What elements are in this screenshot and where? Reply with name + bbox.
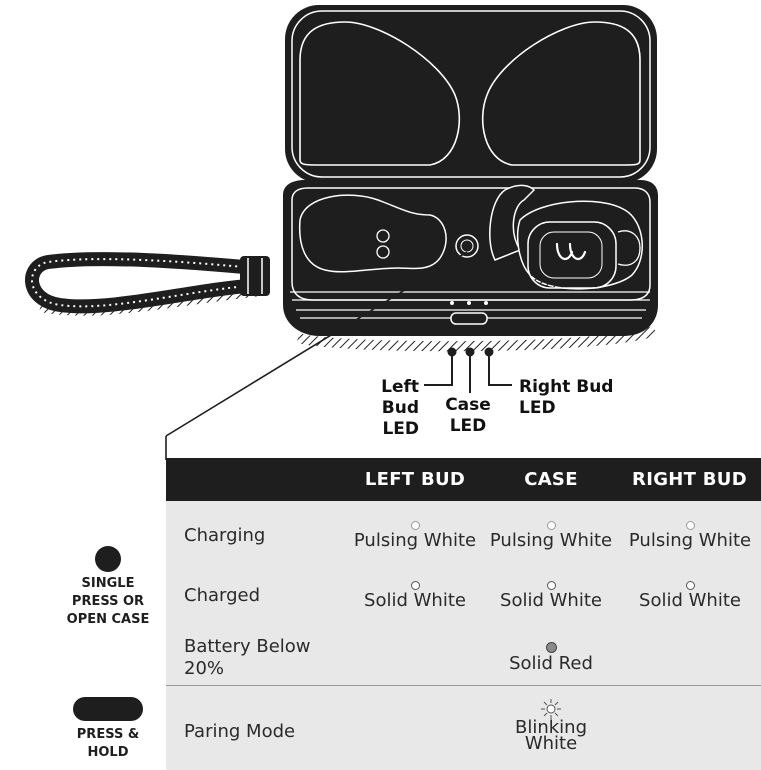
case-lid <box>285 5 657 183</box>
cell-text-line1: Blinking <box>514 717 588 738</box>
press-hold-label: PRESS & HOLD <box>48 726 168 762</box>
header-case: CASE <box>524 469 578 490</box>
press-hold-line2: HOLD <box>87 745 129 760</box>
filled-pill-icon <box>73 697 143 721</box>
press-hold-line1: PRESS & <box>76 727 140 742</box>
row-label-charged: Charged <box>184 585 261 606</box>
table-cell: Solid White <box>350 581 480 611</box>
sunburst-icon <box>541 699 561 719</box>
cell-text: Solid White <box>639 590 741 611</box>
table-header: LEFT BUD CASE RIGHT BUD <box>166 458 761 501</box>
right-led-text: LED <box>519 398 556 418</box>
header-left-bud: LEFT BUD <box>364 469 466 490</box>
table-cell: Pulsing White <box>350 521 480 551</box>
left-led-text: LED <box>382 419 419 439</box>
table-cell: Blinking White <box>486 698 616 754</box>
hollow-circle-icon <box>685 521 695 530</box>
single-press-line3: OPEN CASE <box>66 612 150 627</box>
case-led-label: Case LED <box>438 395 498 437</box>
table-divider <box>166 685 761 686</box>
left-bud-text: Left Bud <box>381 377 419 418</box>
case-led-text: LED <box>449 416 487 436</box>
table-cell: Solid Red <box>486 642 616 674</box>
hollow-circle-icon <box>546 581 556 590</box>
single-press-line1: SINGLE <box>81 576 135 591</box>
row-label-battery-line2: 20% <box>184 658 225 679</box>
led-status-table: LEFT BUD CASE RIGHT BUD Charging Pulsing… <box>166 458 761 770</box>
left-bud-led-label: Left Bud LED <box>340 377 419 440</box>
hollow-circle-icon <box>410 581 420 590</box>
hollow-circle-icon <box>685 581 695 590</box>
table-cell: Solid White <box>486 581 616 611</box>
row-label-battery-line1: Battery Below <box>184 636 311 657</box>
lanyard-strap <box>25 252 270 316</box>
cell-text: Solid Red <box>509 653 593 674</box>
cell-text: Pulsing White <box>628 530 752 551</box>
hollow-circle-icon <box>546 521 556 530</box>
case-text: Case <box>445 395 491 415</box>
right-bud-led-label: Right Bud LED <box>519 377 629 419</box>
table-cell: Solid White <box>625 581 755 611</box>
cell-text: Solid White <box>364 590 466 611</box>
right-bud-text: Right Bud <box>519 377 614 397</box>
cell-text: Solid White <box>500 590 602 611</box>
row-label-charging: Charging <box>184 525 266 546</box>
filled-circle-icon <box>95 546 121 572</box>
led-callouts <box>424 347 512 393</box>
button-leader-line <box>165 251 468 437</box>
row-label-pairing: Paring Mode <box>184 721 296 742</box>
cell-text-line2: White <box>524 733 578 754</box>
row-label-battery: Battery Below 20% <box>184 636 311 680</box>
hollow-circle-icon <box>410 521 420 530</box>
case-base <box>283 180 658 352</box>
header-right-bud: RIGHT BUD <box>632 469 747 490</box>
table-cell: Pulsing White <box>486 521 616 551</box>
single-press-line2: PRESS OR <box>71 594 145 609</box>
grey-dot-icon <box>545 642 557 653</box>
table-cell: Pulsing White <box>625 521 755 551</box>
single-press-label: SINGLE PRESS OR OPEN CASE <box>48 575 168 629</box>
cell-text: Pulsing White <box>489 530 613 551</box>
charging-case-illustration <box>25 5 658 460</box>
cell-text: Pulsing White <box>353 530 477 551</box>
